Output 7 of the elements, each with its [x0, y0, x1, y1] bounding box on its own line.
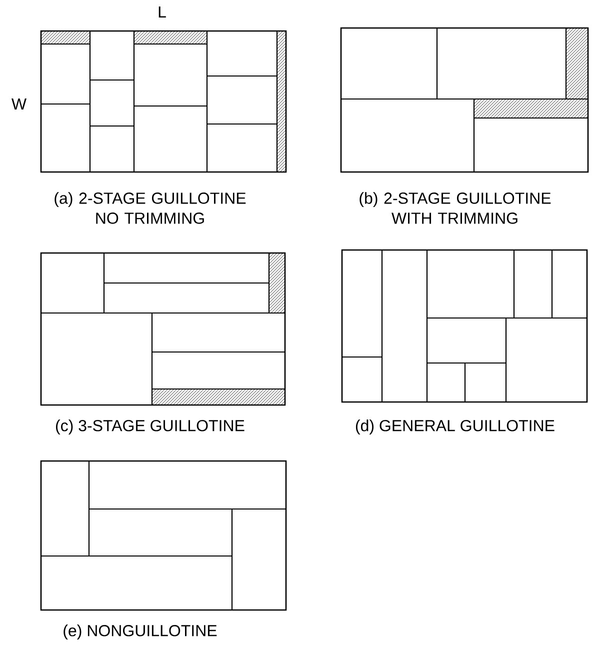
- dimension-label: W: [12, 98, 26, 110]
- dimension-label: L: [158, 6, 166, 18]
- caption: (d) GENERAL GUILLOTINE: [356, 420, 554, 434]
- caption: (b) 2-STAGE GUILLOTINE WITH TRIMMING: [360, 192, 551, 224]
- caption: (c) 3-STAGE GUILLOTINE: [56, 420, 244, 434]
- caption: (e) NONGUILLOTINE: [64, 624, 217, 640]
- caption: (a) 2-STAGE GUILLOTINE NO TRIMMING: [54, 192, 246, 224]
